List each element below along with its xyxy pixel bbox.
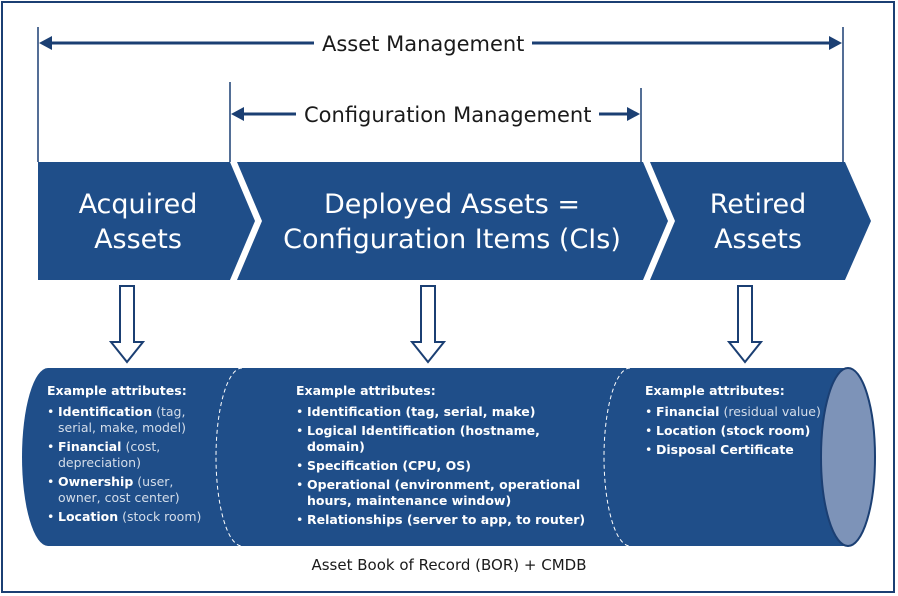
list-item: Location (stock room) (47, 509, 217, 525)
list-item: Relationships (server to app, to router) (296, 512, 601, 528)
attribute-key: Disposal Certificate (656, 442, 794, 457)
attribute-detail: (stock room) (122, 509, 202, 524)
bor-caption: Asset Book of Record (BOR) + CMDB (311, 556, 587, 574)
configuration-management-label: Configuration Management (296, 102, 600, 128)
attribute-key: Financial (58, 439, 122, 454)
down-arrow-icon (409, 285, 447, 364)
attributes-heading: Example attributes: (47, 383, 187, 398)
attributes-retired: Example attributes: Financial (residual … (645, 383, 825, 461)
attribute-key: Location (58, 509, 119, 524)
attribute-key: Logical Identification (hostname, domain… (307, 423, 540, 454)
attributes-deployed: Example attributes: Identification (tag,… (296, 383, 601, 531)
list-item: Specification (CPU, OS) (296, 458, 601, 474)
attribute-detail: (residual value) (723, 404, 821, 419)
list-item: Identification (tag, serial, make, model… (47, 404, 217, 436)
stage-retired: Retired Assets (670, 187, 846, 257)
stage-deployed-line2: Configuration Items (CIs) (283, 224, 621, 255)
attribute-key: Identification (58, 404, 153, 419)
stage-acquired-line1: Acquired (78, 189, 198, 220)
asset-management-label: Asset Management (314, 31, 533, 57)
attributes-acquired: Example attributes: Identification (tag,… (47, 383, 217, 528)
list-item: Logical Identification (hostname, domain… (296, 423, 601, 455)
attribute-key: Ownership (58, 474, 134, 489)
attribute-key: Location (stock room) (656, 423, 811, 438)
list-item: Financial (cost, depreciation) (47, 439, 217, 471)
bor-cylinder (22, 367, 876, 547)
attribute-detail: (cost, depreciation) (58, 439, 161, 470)
stage-deployed: Deployed Assets = Configuration Items (C… (262, 187, 642, 257)
attribute-key: Operational (environment, operational ho… (307, 477, 581, 508)
attribute-key: Specification (CPU, OS) (307, 458, 471, 473)
attribute-detail: (tag, serial, make, model) (58, 404, 186, 435)
list-item: Location (stock room) (645, 423, 825, 439)
list-item: Identification (tag, serial, make) (296, 404, 601, 420)
attribute-key: Identification (tag, serial, make) (307, 404, 536, 419)
stage-acquired-line2: Assets (94, 224, 182, 255)
chevron-deployed (237, 162, 668, 280)
stage-acquired: Acquired Assets (38, 187, 238, 257)
attributes-heading: Example attributes: (645, 383, 785, 398)
list-item: Financial (residual value) (645, 404, 825, 420)
stage-deployed-line1: Deployed Assets = (324, 189, 580, 220)
list-item: Operational (environment, operational ho… (296, 477, 601, 509)
stage-retired-line1: Retired (709, 189, 807, 220)
chevron-acquired (38, 162, 255, 280)
attribute-key: Financial (656, 404, 720, 419)
stage-retired-line2: Assets (714, 224, 802, 255)
list-item: Disposal Certificate (645, 442, 825, 458)
attribute-key: Relationships (server to app, to router) (307, 512, 586, 527)
list-item: Ownership (user, owner, cost center) (47, 474, 217, 506)
down-arrow-icon (108, 285, 146, 364)
down-arrow-icon (726, 285, 764, 364)
chevron-retired (650, 162, 871, 280)
attributes-heading: Example attributes: (296, 383, 436, 398)
attribute-detail: (user, owner, cost center) (58, 474, 180, 505)
